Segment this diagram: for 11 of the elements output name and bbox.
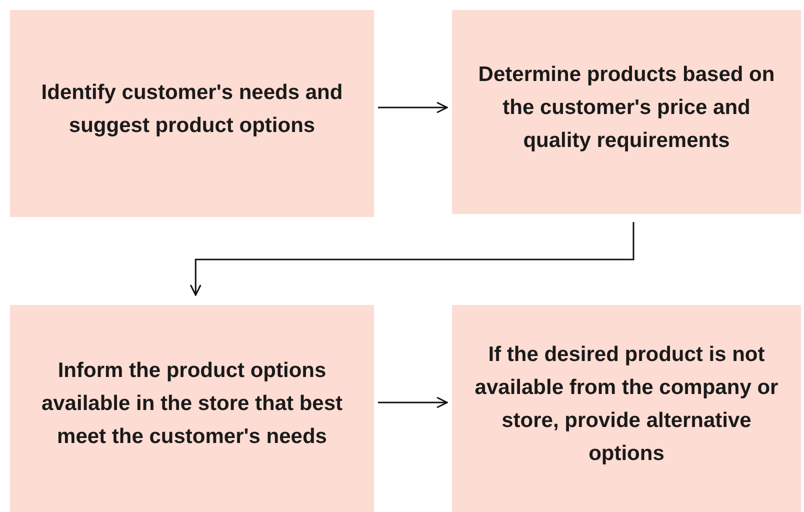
step-text: Determine products based on the customer's price and quality requirements — [477, 62, 776, 154]
arrow — [378, 102, 448, 114]
process-box — [10, 305, 374, 512]
process-box — [452, 305, 801, 512]
step-text: Identify customer's needs and suggest product options — [40, 80, 344, 138]
process-box — [452, 10, 801, 214]
step-text: If the desired product is not available from the company or store, provide alternative options — [474, 342, 779, 466]
process-box — [10, 10, 374, 217]
arrow — [190, 222, 634, 296]
arrow — [378, 396, 448, 408]
step-text: Inform the product options available in the store that best meet the customer's needs — [40, 358, 344, 450]
